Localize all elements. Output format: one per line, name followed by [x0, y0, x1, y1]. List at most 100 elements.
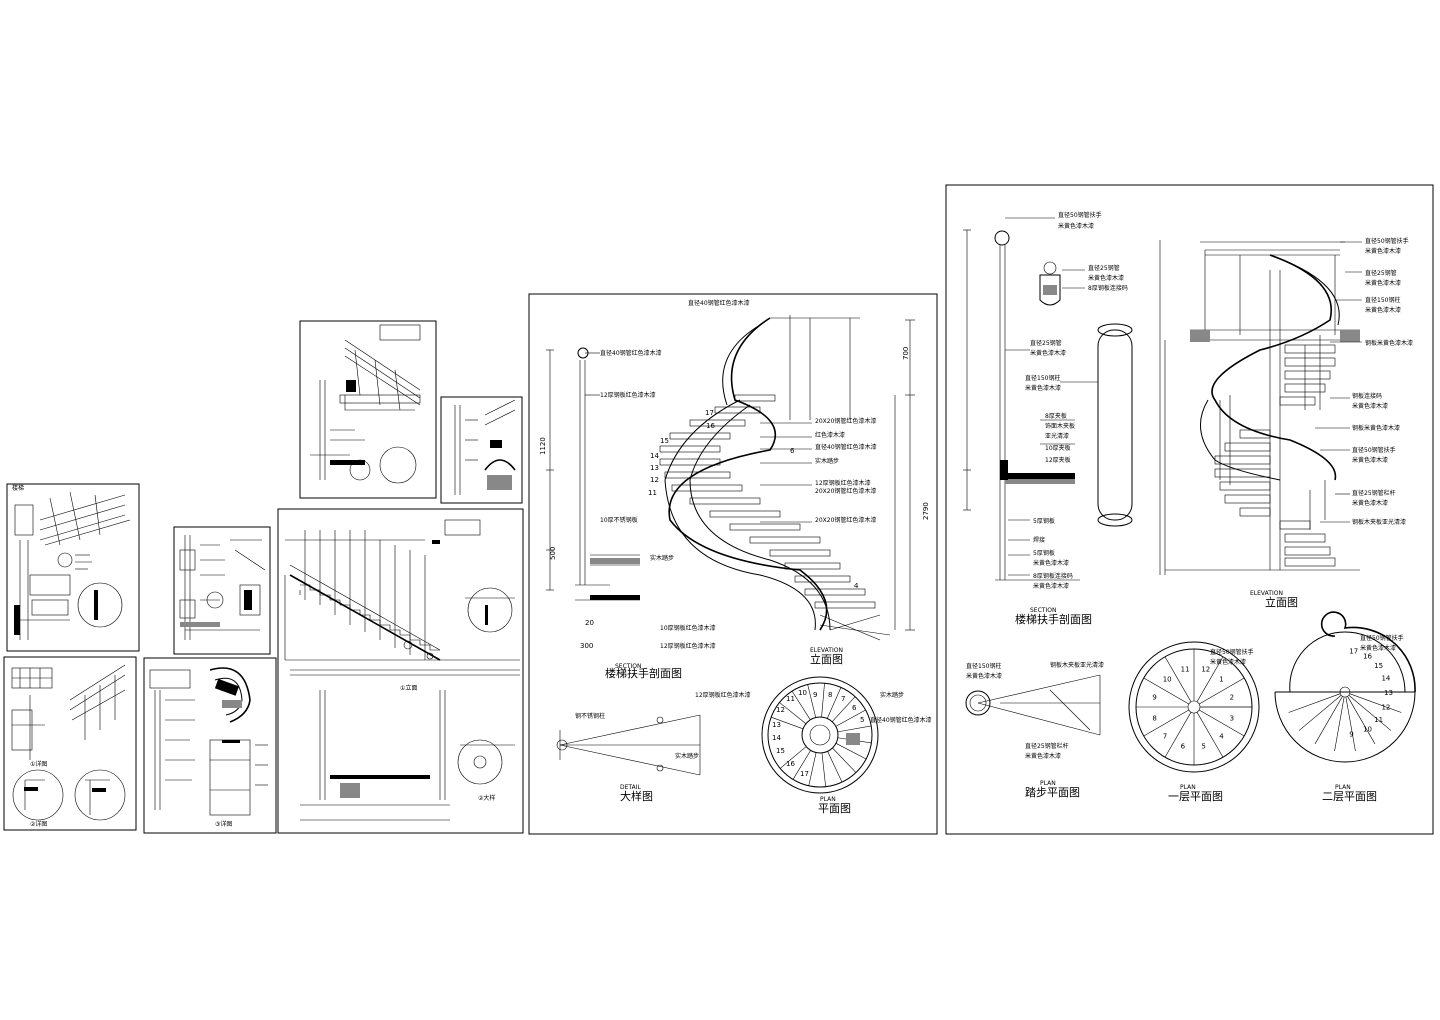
step-number: 4 [1219, 732, 1224, 740]
svg-text:直径150钢柱: 直径150钢柱 [1025, 374, 1060, 382]
svg-text:2790: 2790 [922, 502, 930, 520]
step-number: 7 [1163, 732, 1167, 740]
tread-line [837, 725, 872, 733]
tread-line [1345, 696, 1356, 752]
tread-line [835, 709, 866, 727]
svg-text:①详图: ①详图 [30, 760, 47, 768]
tread-line [831, 696, 856, 722]
step-number: 11 [1181, 665, 1190, 673]
label-a-11: 实木踏步 [815, 457, 839, 465]
svg-text:14: 14 [650, 452, 659, 460]
svg-text:米黄色漆木漆: 米黄色漆木漆 [1352, 402, 1388, 410]
svg-text:米黄色漆木漆: 米黄色漆木漆 [1033, 582, 1069, 590]
svg-text:DETAIL: DETAIL [620, 784, 641, 791]
svg-text:直径25钢管栏杆: 直径25钢管栏杆 [1025, 742, 1069, 750]
svg-text:直径25钢管: 直径25钢管 [1088, 264, 1120, 272]
step-number: 1 [1219, 676, 1223, 684]
title-a-detail: 大样图 [620, 789, 653, 803]
svg-text:12: 12 [650, 476, 659, 484]
step-number: 13 [1384, 689, 1393, 697]
tread-line [1199, 677, 1245, 705]
panel-b: 直径50钢管扶手 米黄色漆木漆 直径25钢管 米黄色漆木漆 8厚钢板连接码 直径… [945, 184, 1434, 835]
svg-text:7: 7 [841, 695, 845, 703]
svg-text:直径150钢柱: 直径150钢柱 [966, 662, 1001, 670]
svg-text:①立面: ①立面 [400, 684, 417, 692]
svg-text:直径50钢管扶手: 直径50钢管扶手 [1352, 446, 1396, 454]
tread-line [771, 716, 804, 730]
svg-text:钢板木夹板亚光清漆: 钢板木夹板亚光清漆 [1352, 518, 1406, 526]
step-number: 12 [1381, 703, 1390, 711]
step-number: 8 [1152, 714, 1156, 722]
svg-text:16: 16 [786, 760, 795, 768]
tread-line [1314, 696, 1343, 745]
title-b-plan-step: 踏步平面图 [1025, 785, 1080, 799]
svg-text:米黄色漆木漆: 米黄色漆木漆 [1352, 456, 1388, 464]
svg-text:钢板连接码: 钢板连接码 [1352, 392, 1382, 400]
label-a-7: 直径40钢管红色漆木漆 [688, 299, 750, 307]
step-number: 17 [1349, 648, 1358, 656]
label-a-13: 20X20钢管红色漆木漆 [815, 487, 876, 495]
tread-line [1349, 693, 1402, 713]
svg-text:米黄色漆木漆: 米黄色漆木漆 [1033, 559, 1069, 567]
tread-line [835, 743, 867, 760]
tread-line [791, 690, 811, 720]
label-a-1: 直径40钢管红色漆木漆 [600, 349, 662, 357]
small-sheet-5 [299, 320, 437, 499]
svg-text:直径150钢柱: 直径150钢柱 [1365, 296, 1400, 304]
svg-text:14: 14 [772, 734, 781, 742]
tread-line [779, 702, 807, 724]
small-sheet-4: ③详图 [143, 657, 277, 834]
title-a-elevation: 立面图 [810, 652, 843, 666]
svg-text:钢不锈钢柱: 钢不锈钢柱 [575, 712, 605, 720]
svg-text:米黄色漆木漆: 米黄色漆木漆 [1025, 384, 1061, 392]
svg-text:钢板木夹板亚光清漆: 钢板木夹板亚光清漆 [1050, 661, 1104, 669]
svg-text:17: 17 [705, 409, 714, 417]
label-a-14: 20X20钢管红色漆木漆 [815, 516, 876, 524]
title-b-section: 楼梯扶手剖面图 [1015, 612, 1092, 626]
svg-text:米黄色漆木漆: 米黄色漆木漆 [1365, 247, 1401, 255]
label-a-3: 10厚不锈钢板 [600, 516, 638, 524]
svg-text:5: 5 [860, 716, 864, 724]
step-number: 15 [1374, 662, 1383, 670]
small-sheet-1-title: 楼梯 [12, 484, 24, 492]
svg-text:米黄色漆木漆: 米黄色漆木漆 [1025, 752, 1061, 760]
svg-text:8厚夹板: 8厚夹板 [1045, 412, 1067, 420]
step-number: 6 [1181, 743, 1186, 751]
straight-stair-sheet: ①立面 ②大样 [277, 508, 524, 834]
svg-text:直径50钢管扶手: 直径50钢管扶手 [1058, 211, 1102, 219]
svg-text:②大样: ②大样 [478, 794, 495, 802]
tread-line [779, 746, 807, 769]
label-a-4: 实木踏步 [650, 554, 674, 562]
title-b-elevation: 立面图 [1265, 595, 1298, 609]
svg-text:ELEVATION: ELEVATION [1250, 590, 1283, 597]
tread-line [1196, 656, 1224, 702]
svg-text:实木踏步: 实木踏步 [675, 752, 699, 760]
svg-text:PLAN: PLAN [1040, 780, 1056, 787]
tread-line [1298, 694, 1342, 731]
svg-text:4: 4 [854, 582, 859, 590]
svg-text:米黄色漆木漆: 米黄色漆木漆 [1058, 222, 1094, 230]
svg-text:12厚钢板红色漆木漆: 12厚钢板红色漆木漆 [695, 691, 751, 699]
svg-text:13: 13 [650, 464, 659, 472]
svg-text:直径25钢管栏杆: 直径25钢管栏杆 [1352, 489, 1396, 497]
svg-text:20: 20 [585, 619, 594, 627]
step-number: 9 [1152, 694, 1156, 702]
svg-text:16: 16 [706, 422, 715, 430]
svg-text:直径50钢管扶手: 直径50钢管扶手 [1365, 237, 1409, 245]
tread-line [1334, 696, 1345, 752]
svg-text:直径50钢管扶手: 直径50钢管扶手 [1210, 648, 1254, 656]
svg-text:SECTION: SECTION [1030, 607, 1056, 614]
svg-text:直径40钢管红色漆木漆: 直径40钢管红色漆木漆 [870, 716, 932, 724]
svg-text:9: 9 [813, 691, 817, 699]
tread-line [1196, 712, 1224, 758]
svg-text:米黄色漆木漆: 米黄色漆木漆 [1360, 644, 1396, 652]
svg-text:米黄色漆木漆: 米黄色漆木漆 [1210, 658, 1246, 666]
title-b-plan-2f: 二层平面图 [1322, 790, 1377, 803]
title-b-plan-1f: 一层平面图 [1168, 790, 1223, 803]
svg-text:②详图: ②详图 [30, 820, 47, 828]
label-a-9: 红色漆木漆 [815, 431, 845, 439]
svg-text:17: 17 [800, 770, 809, 778]
svg-text:6: 6 [852, 704, 857, 712]
svg-text:米黄色漆木漆: 米黄色漆木漆 [1365, 279, 1401, 287]
